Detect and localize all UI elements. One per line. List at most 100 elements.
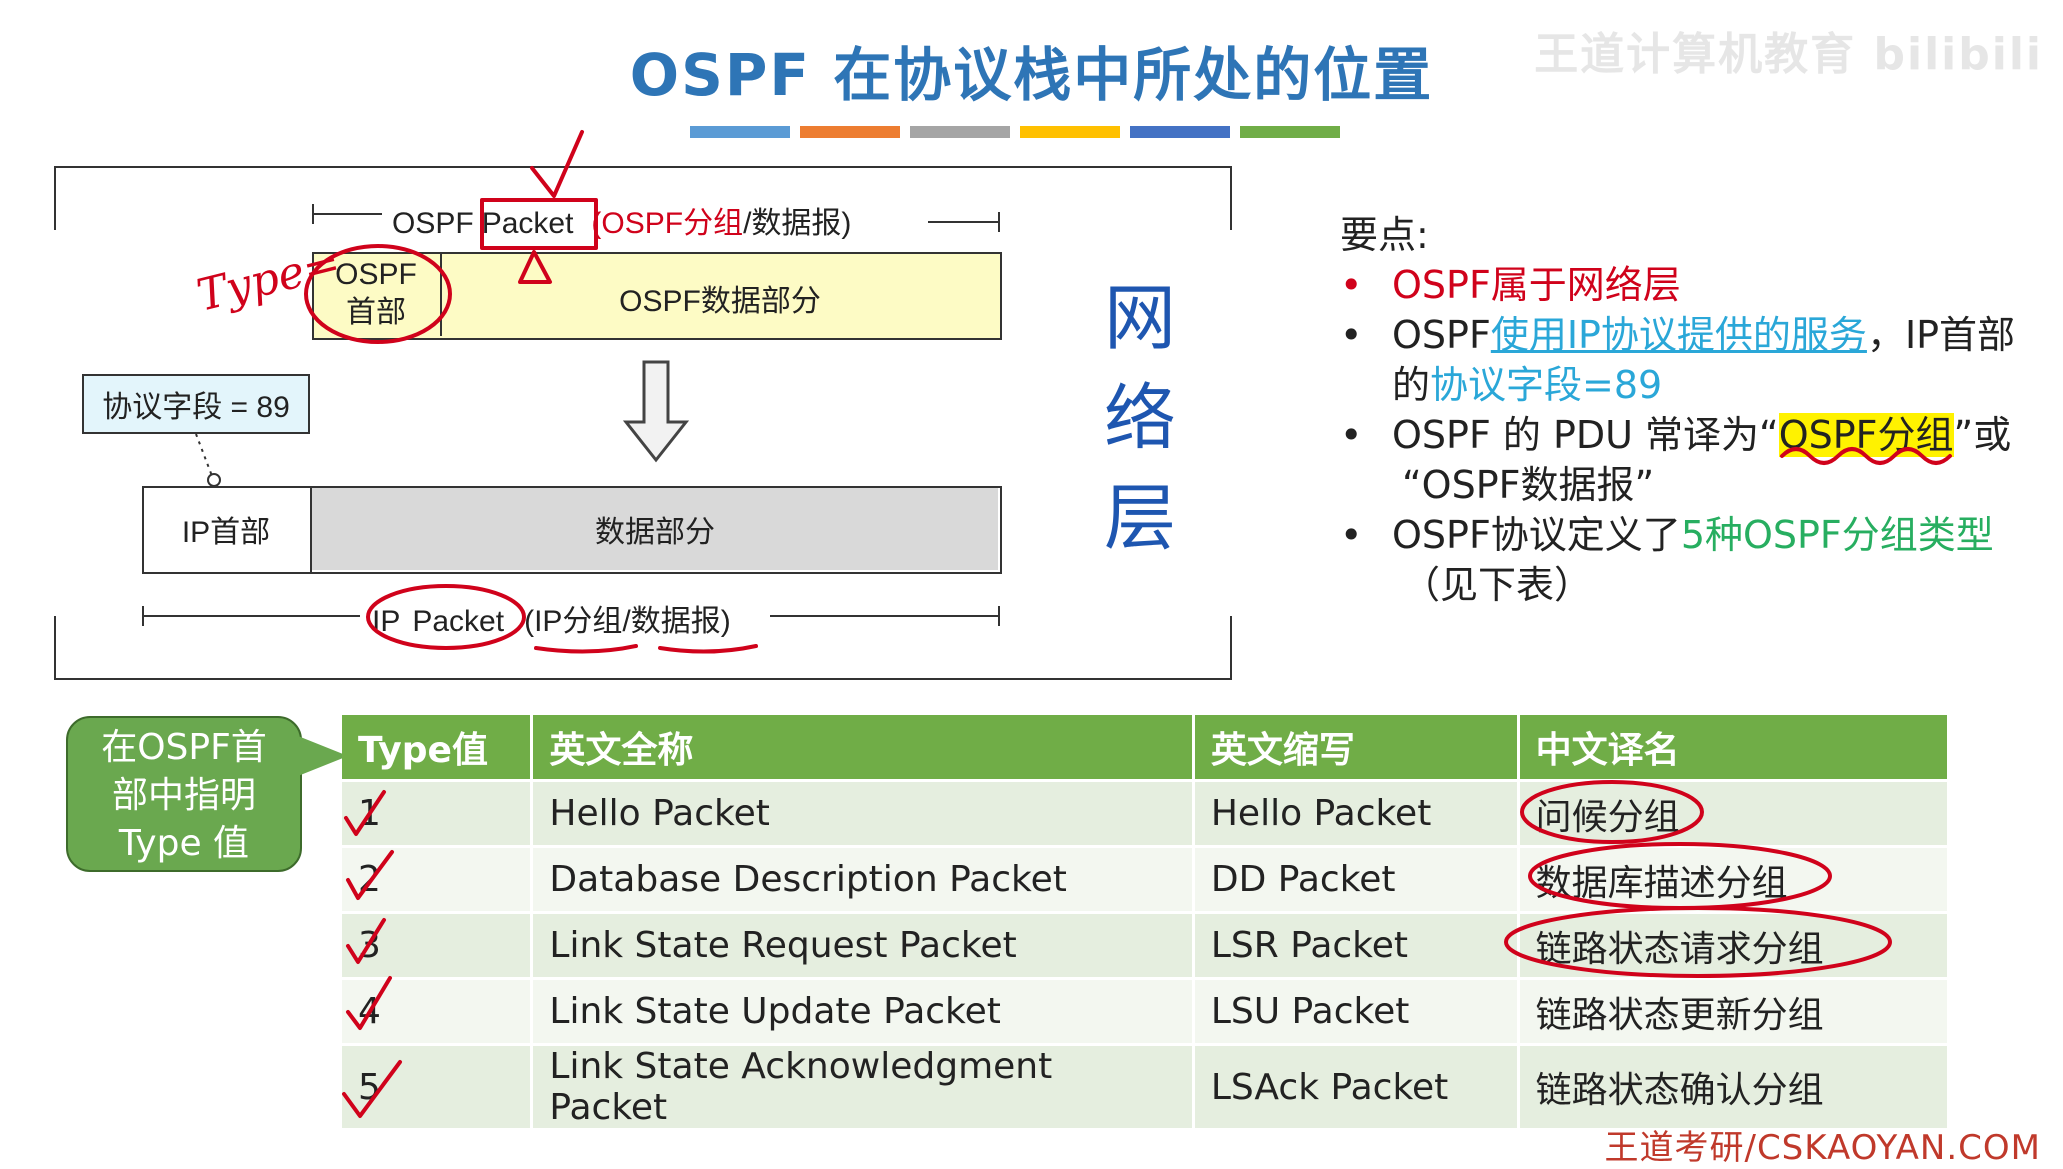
cell-chinese: 问候分组 xyxy=(1518,779,1951,847)
header-english-name: 英文全称 xyxy=(531,715,1195,781)
frame-bottom xyxy=(54,678,1232,680)
key-point-1-text: OSPF属于网络层 xyxy=(1392,263,1681,307)
ip-label-prefix: IP xyxy=(372,605,401,638)
header-abbreviation: 英文缩写 xyxy=(1193,715,1520,781)
ospf-span-tick-right xyxy=(998,212,1000,232)
ospf-span-tick-left xyxy=(312,204,314,224)
frame-right xyxy=(1230,166,1232,230)
cell-type: 3 xyxy=(342,911,534,979)
bubble-line: 部中指明 xyxy=(111,775,256,816)
ip-header-cell: IP首部 xyxy=(142,486,312,572)
color-bar-segment xyxy=(1020,126,1120,138)
watermark: 王道计算机教育 bilibili xyxy=(1534,29,2043,80)
bubble-tail xyxy=(298,736,348,776)
cell-abbr: LSAck Packet xyxy=(1193,1043,1520,1128)
table-row: 5 Link State Acknowledgment Packet LSAck… xyxy=(342,1043,1951,1128)
frame-top xyxy=(54,166,1232,168)
kp3-d: “OSPF数据报” xyxy=(1402,463,1655,507)
key-points: 要点: OSPF属于网络层 OSPF使用IP协议提供的服务，IP首部的协议字段=… xyxy=(1340,210,2040,610)
page-title: OSPF 在协议栈中所处的位置 xyxy=(629,41,1434,109)
kp2-b: 使用IP协议提供的服务 xyxy=(1490,313,1867,357)
ospf-span-arrow-left xyxy=(312,213,382,215)
cell-type: 1 xyxy=(342,779,534,847)
cell-type: 4 xyxy=(342,977,534,1045)
cell-type: 5 xyxy=(342,1043,534,1128)
frame-left xyxy=(54,166,56,230)
kp2-c: ，IP首部 xyxy=(1866,313,2016,357)
cell-chinese: 链路状态更新分组 xyxy=(1518,977,1951,1045)
title-color-bar xyxy=(690,126,1340,138)
table-row: 1 Hello Packet Hello Packet 问候分组 xyxy=(342,779,1951,847)
key-point-3: OSPF 的 PDU 常译为“OSPF分组”或 “OSPF数据报” xyxy=(1340,410,2040,510)
kp2-e: 协议字段=89 xyxy=(1430,363,1663,407)
kp3-a: OSPF 的 PDU 常译为“ xyxy=(1392,413,1779,457)
check-mark-icon xyxy=(530,130,584,198)
kp2-a: OSPF xyxy=(1392,313,1491,357)
bubble-line: Type 值 xyxy=(118,823,250,864)
protocol-field-box: 协议字段 = 89 xyxy=(82,374,310,434)
cell-english: Link State Acknowledgment Packet xyxy=(531,1043,1195,1128)
cell-english: Link State Update Packet xyxy=(531,977,1195,1045)
table-row: 3 Link State Request Packet LSR Packet 链… xyxy=(342,911,1951,979)
ospf-label-datagram: /数据报) xyxy=(743,207,852,240)
frame-right xyxy=(1230,616,1232,680)
cell-abbr: LSU Packet xyxy=(1193,977,1520,1045)
ospf-header-cell: OSPF 首部 xyxy=(312,252,442,336)
color-bar-segment xyxy=(910,126,1010,138)
key-point-4: OSPF协议定义了5种OSPF分组类型 （见下表） xyxy=(1340,510,2040,610)
ip-data-cell: 数据部分 xyxy=(312,488,998,570)
table-row: 2 Database Description Packet DD Packet … xyxy=(342,845,1951,913)
table-row: 4 Link State Update Packet LSU Packet 链路… xyxy=(342,977,1951,1045)
network-layer-char: 络 xyxy=(1103,376,1176,460)
ospf-span-arrow-right xyxy=(928,221,998,223)
ip-label-packet: Packet xyxy=(412,605,505,638)
color-bar-segment xyxy=(1130,126,1230,138)
underline-datagram xyxy=(658,644,758,654)
ospf-header-line1: OSPF xyxy=(335,258,417,291)
table-header-row: Type值 英文全称 英文缩写 中文译名 xyxy=(342,715,1951,781)
underline-ip-group xyxy=(534,644,638,654)
ip-span-tick-right xyxy=(998,606,1000,626)
header-type-value: Type值 xyxy=(342,715,534,781)
kp3-c: ”或 xyxy=(1953,413,2012,457)
type-callout-bubble: 在OSPF首 部中指明 Type 值 xyxy=(66,716,302,872)
frame-left xyxy=(54,616,56,680)
color-bar-segment xyxy=(1240,126,1340,138)
network-layer-char: 网 xyxy=(1103,276,1176,360)
protocol-field-connector xyxy=(195,433,221,487)
network-layer-label: 网 络 层 xyxy=(1100,268,1180,568)
kp3-b: OSPF分组 xyxy=(1778,413,1954,457)
ospf-header-line2: 首部 xyxy=(346,296,406,329)
ospf-label-packet: Packet xyxy=(481,207,574,240)
ospf-data-label: OSPF数据部分 xyxy=(619,285,821,318)
ospf-label-prefix: OSPF xyxy=(392,207,474,240)
kp2-d: 的 xyxy=(1392,363,1431,407)
key-points-heading: 要点: xyxy=(1340,213,1429,257)
cell-english: Hello Packet xyxy=(531,779,1195,847)
cell-chinese: 链路状态请求分组 xyxy=(1518,911,1951,979)
kp4-a: OSPF协议定义了 xyxy=(1392,513,1681,557)
ip-span-arrow-left xyxy=(142,615,360,617)
bubble-line: 在OSPF首 xyxy=(101,727,267,768)
cell-chinese: 链路状态确认分组 xyxy=(1518,1043,1951,1128)
key-point-1: OSPF属于网络层 xyxy=(1340,260,2040,310)
header-chinese-name: 中文译名 xyxy=(1518,715,1951,781)
kp4-b: 5种OSPF分组类型 xyxy=(1680,513,1994,557)
cell-english: Link State Request Packet xyxy=(531,911,1195,979)
ospf-label-group: (OSPF分组 xyxy=(591,207,744,240)
ospf-packet-type-table: Type值 英文全称 英文缩写 中文译名 1 Hello Packet Hell… xyxy=(342,715,1951,1128)
color-bar-segment xyxy=(800,126,900,138)
cell-english: Database Description Packet xyxy=(531,845,1195,913)
color-bar-segment xyxy=(690,126,790,138)
cell-abbr: LSR Packet xyxy=(1193,911,1520,979)
network-layer-char: 层 xyxy=(1103,476,1176,560)
kp4-c: （见下表） xyxy=(1402,563,1593,607)
ip-label-suffix: (IP分组/数据报) xyxy=(524,605,731,638)
cell-abbr: DD Packet xyxy=(1193,845,1520,913)
cell-chinese: 数据库描述分组 xyxy=(1518,845,1951,913)
ip-span-label: IP Packet (IP分组/数据报) xyxy=(372,596,731,640)
down-arrow-icon xyxy=(622,360,690,463)
cell-abbr: Hello Packet xyxy=(1193,779,1520,847)
